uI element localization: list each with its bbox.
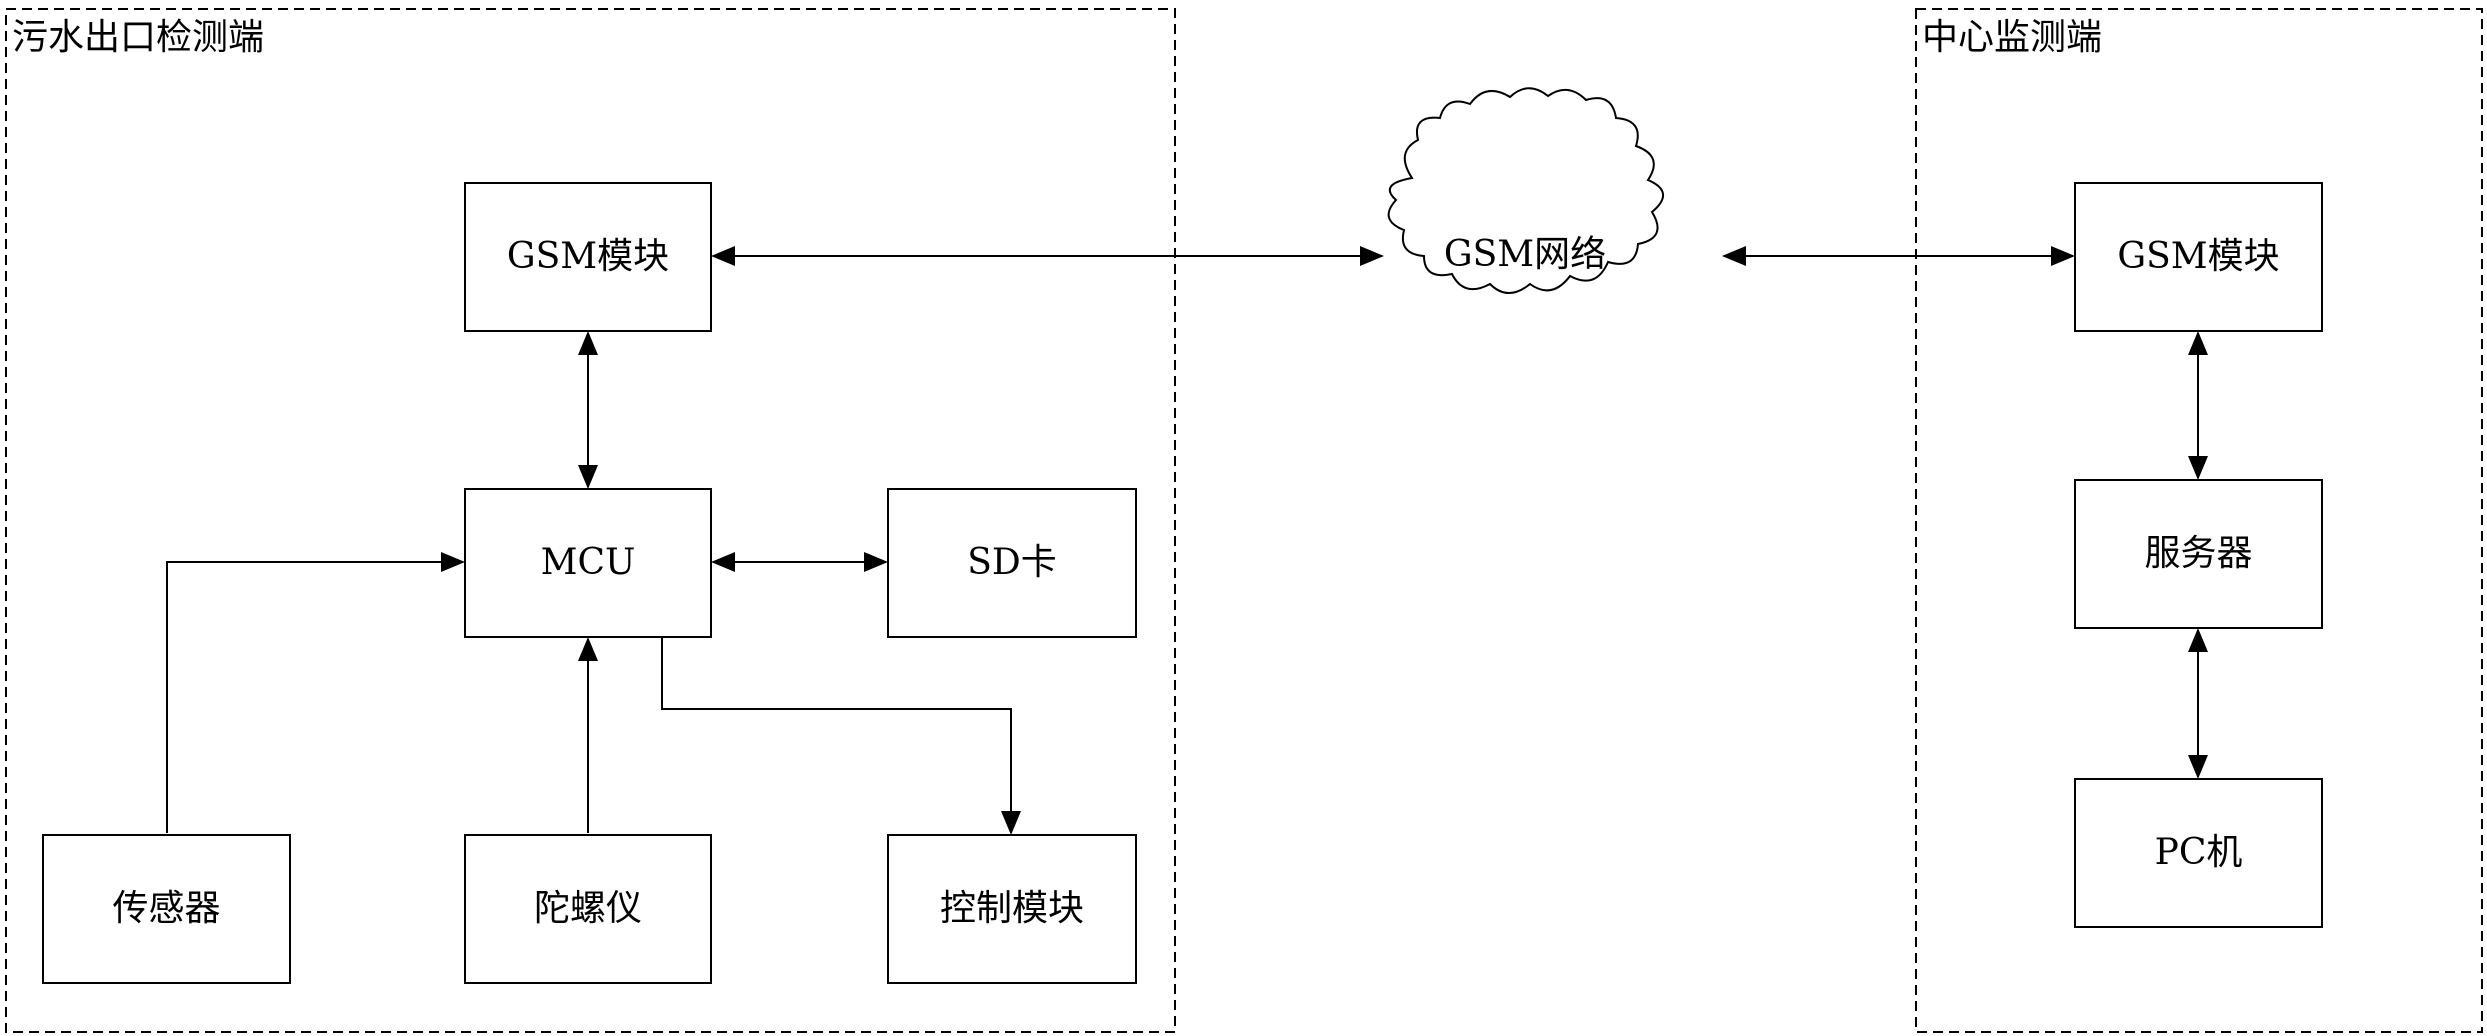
mcu-to-control-arrow	[661, 637, 1021, 835]
sd-card-box	[887, 488, 1137, 638]
gsm-network-cloud	[1387, 87, 1664, 294]
pc-box	[2074, 778, 2323, 928]
sensor-box	[42, 834, 291, 984]
control-module-box	[887, 834, 1137, 984]
gsm-module-right-box	[2074, 182, 2323, 332]
mcu-box	[464, 488, 712, 638]
gyroscope-box	[464, 834, 712, 984]
outlet-group-label: 污水出口检测端	[12, 17, 265, 58]
gsm-module-left-box	[464, 182, 712, 332]
center-group-label: 中心监测端	[1922, 17, 2103, 58]
outlet-group-boundary	[5, 8, 1176, 1033]
server-box	[2074, 479, 2323, 629]
center-group-boundary	[1915, 8, 2483, 1033]
sensor-to-mcu-arrow	[166, 552, 465, 833]
